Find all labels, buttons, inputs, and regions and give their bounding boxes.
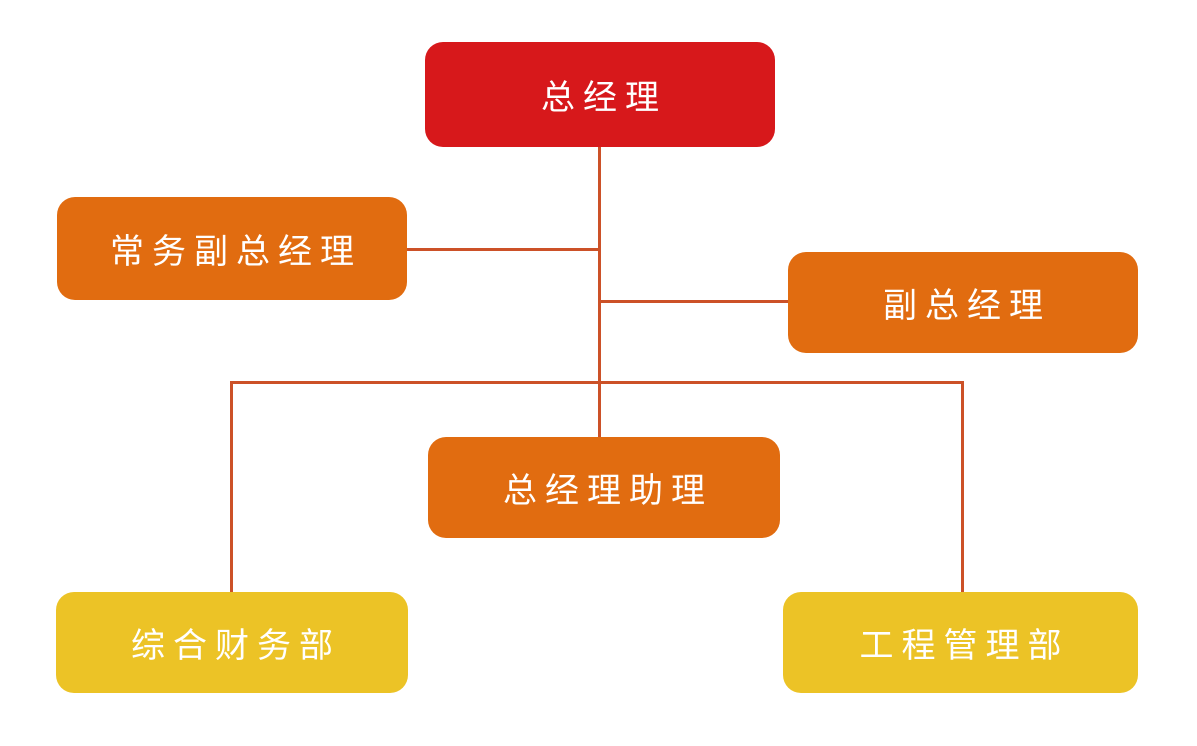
connector-exec-deputy-branch bbox=[407, 248, 601, 251]
node-general-manager-label: 总经理 bbox=[541, 79, 667, 117]
connector-deputy-branch bbox=[598, 300, 788, 303]
node-general-manager: 总经理 bbox=[425, 42, 775, 147]
node-deputy-gm-label: 副总经理 bbox=[883, 287, 1051, 325]
connector-departments-bar bbox=[230, 381, 964, 384]
node-exec-deputy-gm-label: 常务副总经理 bbox=[110, 233, 362, 271]
node-general-finance-dept-label: 综合财务部 bbox=[131, 627, 341, 665]
connector-trunk-vertical bbox=[598, 146, 601, 437]
connector-engineering-drop bbox=[961, 381, 964, 592]
node-gm-assistant-label: 总经理助理 bbox=[503, 472, 713, 510]
node-engineering-mgmt-dept-label: 工程管理部 bbox=[859, 627, 1070, 665]
node-deputy-gm: 副总经理 bbox=[788, 252, 1138, 353]
node-exec-deputy-gm: 常务副总经理 bbox=[57, 197, 407, 300]
node-general-finance-dept: 综合财务部 bbox=[56, 592, 408, 693]
node-engineering-mgmt-dept: 工程管理部 bbox=[783, 592, 1138, 693]
node-gm-assistant: 总经理助理 bbox=[428, 437, 780, 538]
connector-finance-drop bbox=[230, 381, 233, 592]
